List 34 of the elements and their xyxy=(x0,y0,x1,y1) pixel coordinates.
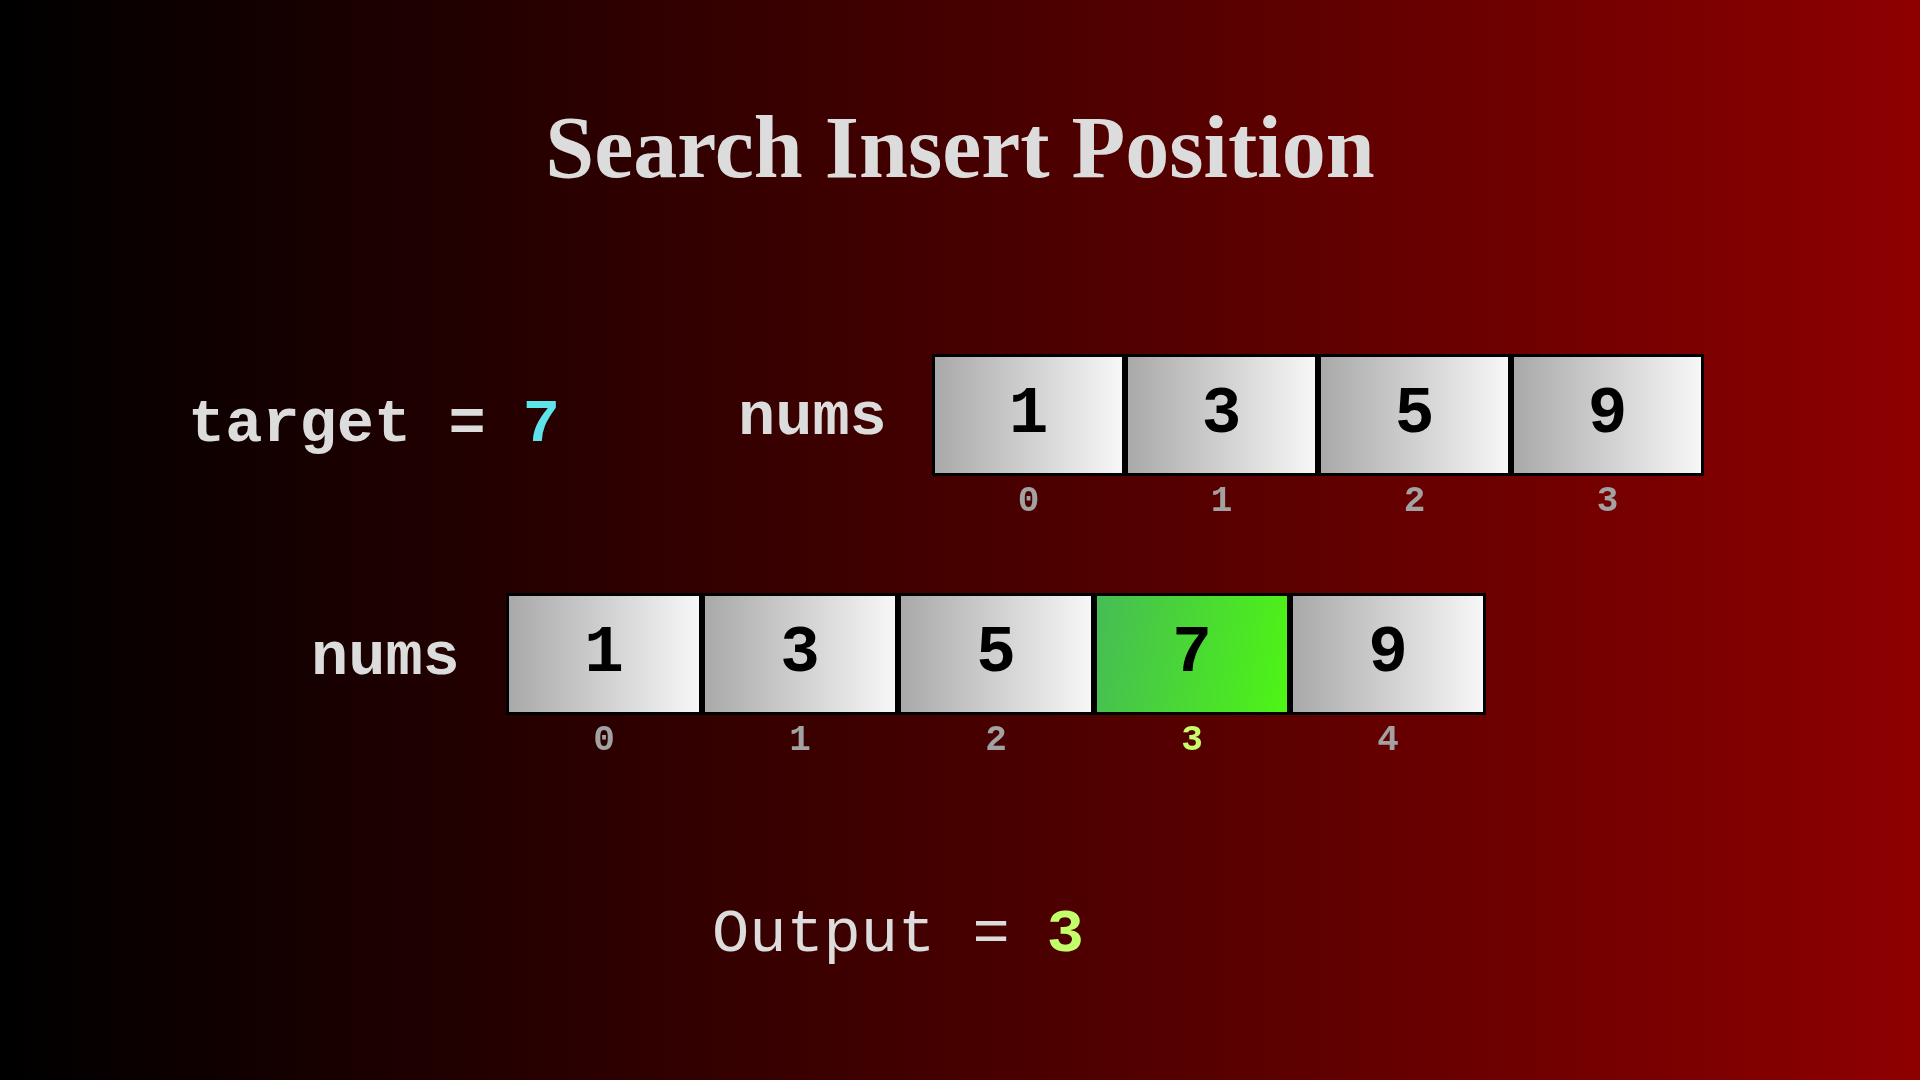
array-label: nums xyxy=(738,387,887,449)
array-cell xyxy=(506,593,702,715)
array-cell xyxy=(1125,354,1318,476)
array-cell xyxy=(932,354,1125,476)
index-label: 4 xyxy=(1377,723,1399,759)
cell-value: 7 xyxy=(1172,621,1212,687)
target-value: 7 xyxy=(522,394,560,456)
diagram-title: Search Insert Position xyxy=(545,100,1375,197)
index-label: 0 xyxy=(593,723,615,759)
index-label: 3 xyxy=(1596,484,1619,520)
cell-value: 9 xyxy=(1368,621,1408,687)
cell-value: 9 xyxy=(1587,382,1628,448)
output-value: 3 xyxy=(1046,904,1084,966)
array-label: nums xyxy=(311,627,460,689)
index-label: 2 xyxy=(985,723,1007,759)
cell-value: 1 xyxy=(584,621,624,687)
cell-value: 5 xyxy=(1394,382,1435,448)
cell-value: 3 xyxy=(1201,382,1242,448)
index-label: 3 xyxy=(1181,723,1203,759)
array-cell xyxy=(702,593,898,715)
cell-value: 3 xyxy=(780,621,820,687)
cell-value: 5 xyxy=(976,621,1016,687)
index-label: 1 xyxy=(1210,484,1233,520)
index-label: 2 xyxy=(1403,484,1426,520)
array-cell xyxy=(1511,354,1704,476)
cell-value: 1 xyxy=(1008,382,1049,448)
index-label: 0 xyxy=(1017,484,1040,520)
output-label: Output = xyxy=(712,904,1010,966)
array-cell xyxy=(898,593,1094,715)
array-cell xyxy=(1318,354,1511,476)
array-cell xyxy=(1290,593,1486,715)
index-label: 1 xyxy=(789,723,811,759)
highlighted-array-cell xyxy=(1094,593,1290,715)
variable-label: target = xyxy=(188,394,486,456)
